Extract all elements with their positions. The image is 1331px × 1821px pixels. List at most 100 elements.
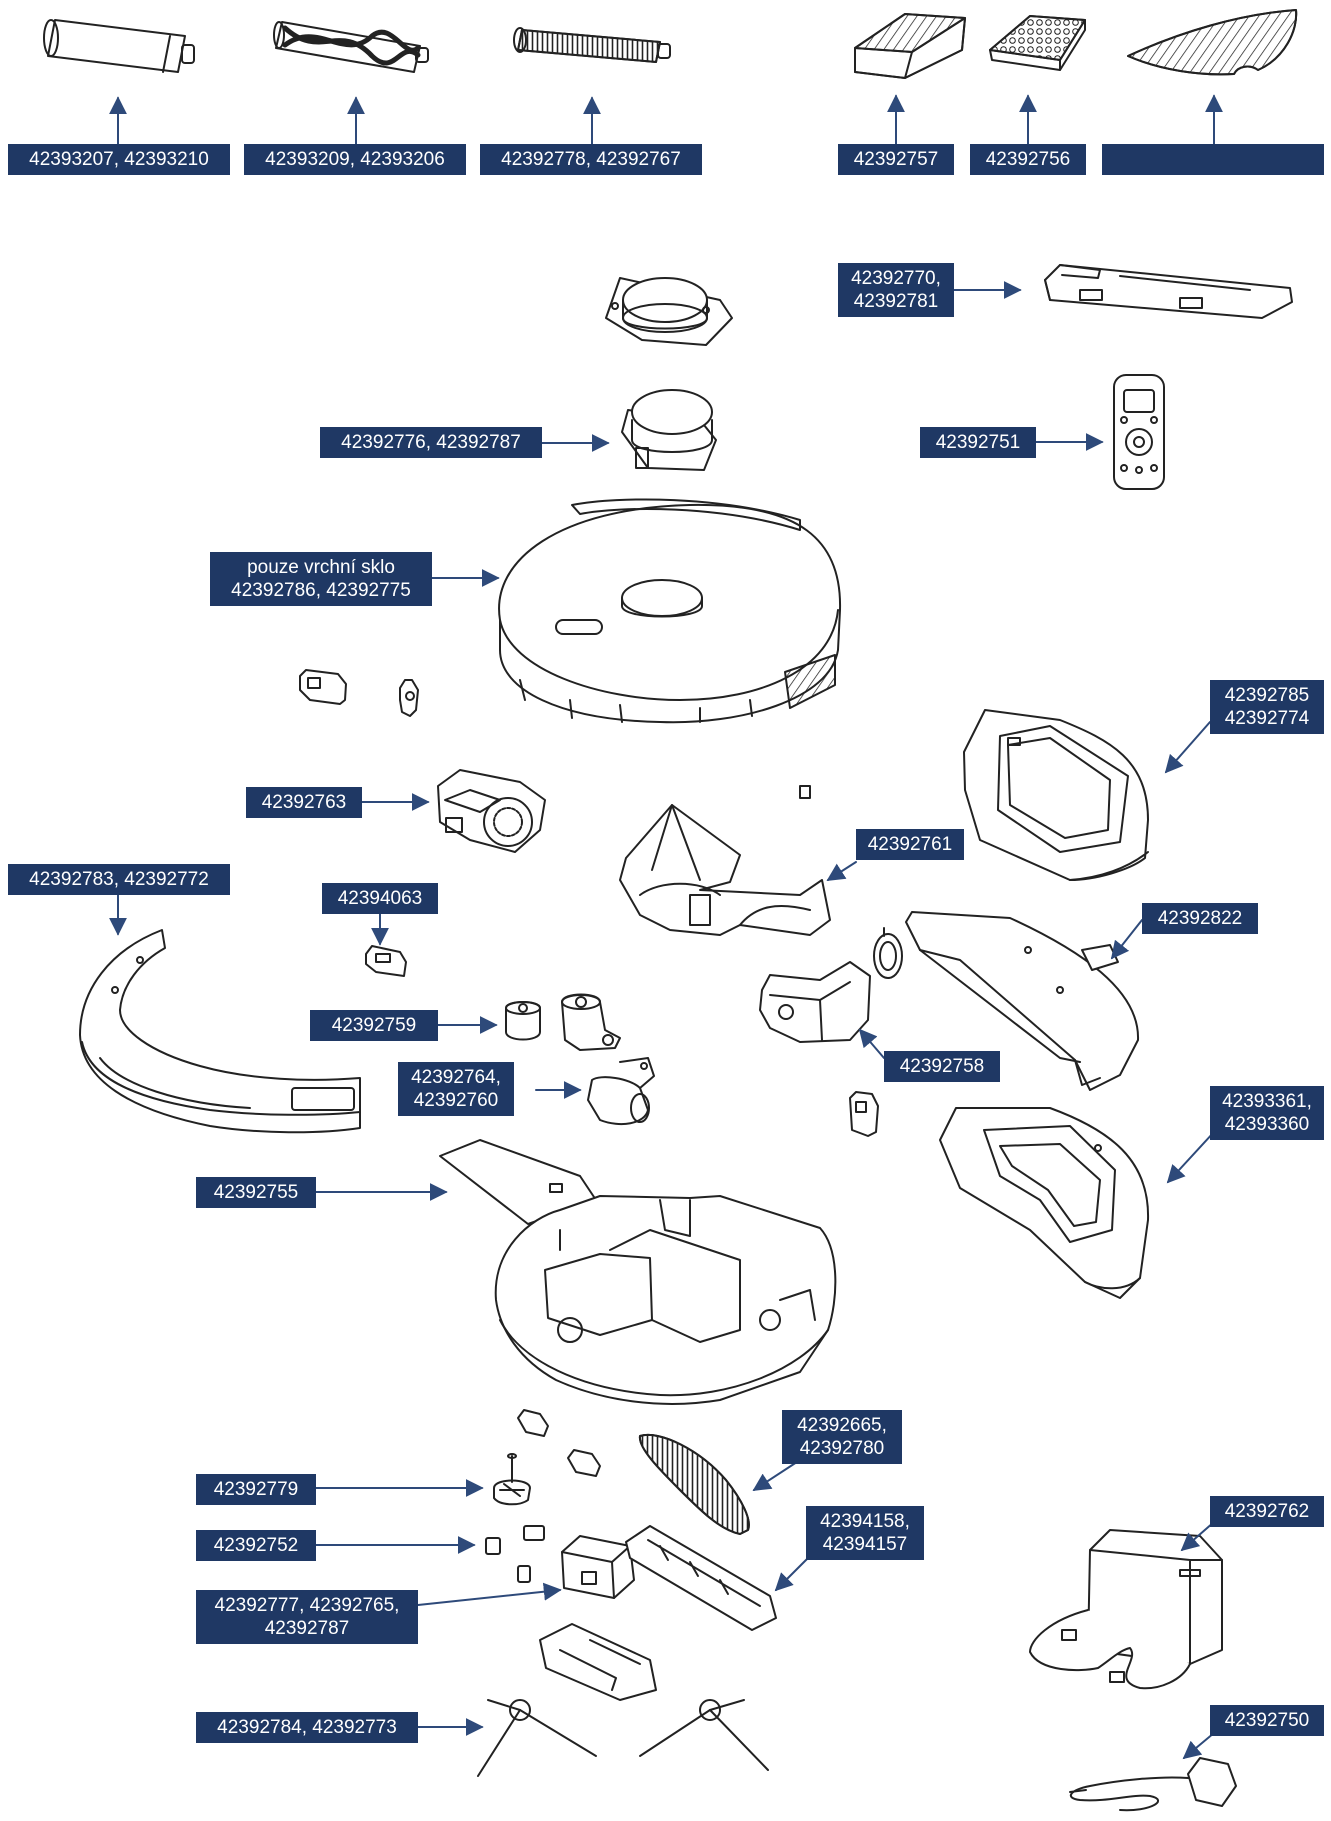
label-text: 42394157 (822, 1534, 908, 1555)
label-battery: 42392777, 42392765,42392787 (196, 1590, 418, 1644)
fan-duct-illustration (620, 805, 830, 935)
label-text: 42392761 (867, 834, 953, 855)
mop-pad-illustration (1128, 10, 1296, 74)
label-roller-3: 42392778, 42392767 (480, 144, 702, 175)
label-text: 42392760 (413, 1090, 499, 1111)
label-text: 42392764, (411, 1067, 501, 1088)
callout-arrows (109, 94, 1223, 1760)
motor-pair-illustration (506, 995, 620, 1051)
label-wheel-left: 42392763 (246, 787, 362, 818)
label-text: 42392758 (899, 1056, 985, 1077)
label-text: 42392778, 42392767 (501, 149, 681, 170)
side-brush-left-illustration (478, 1700, 596, 1776)
label-text: 42392776, 42392787 (341, 432, 521, 453)
mop-holder-illustration (1045, 265, 1292, 318)
clip-illustration-3 (518, 1410, 548, 1436)
label-pcb-cover: 42392755 (196, 1177, 316, 1208)
lidar-cover-illustration (606, 278, 732, 345)
label-mop-pad (1102, 144, 1324, 175)
label-text: 42392665, (797, 1415, 887, 1436)
label-text: pouze vrchní sklo (247, 557, 395, 578)
label-text: 42392787 (264, 1618, 350, 1639)
label-text: 42392750 (1224, 1710, 1310, 1731)
wheel-module-left-illustration (438, 770, 545, 852)
filter-1-illustration (855, 14, 965, 78)
chassis-base-illustration (496, 1196, 836, 1404)
label-text: 42392770, (851, 268, 941, 289)
clip-illustration-1 (300, 670, 346, 704)
brush-motor-illustration (588, 1058, 654, 1124)
label-text: 42394063 (337, 888, 423, 909)
label-text: 42392777, 42392765, (214, 1595, 400, 1616)
charging-dock-illustration (1030, 1530, 1222, 1688)
battery-illustration (562, 1536, 634, 1598)
lidar-module-illustration (622, 390, 716, 470)
gasket-ring-illustration (874, 928, 902, 978)
sensor-part-illustration (366, 946, 406, 976)
label-text: 42392780 (799, 1438, 885, 1459)
label-side-brush: 42392784, 42392773 (196, 1712, 418, 1743)
label-text: 42394158, (820, 1511, 910, 1532)
roller-3-illustration (514, 28, 670, 62)
water-tank-2-illustration (906, 912, 1138, 1090)
label-text: 42393209, 42393206 (265, 149, 445, 170)
connector-part-illustration (850, 1092, 878, 1136)
label-adapter: 42392750 (1210, 1705, 1324, 1736)
pcb-cover-illustration (440, 1140, 596, 1224)
water-tank-3-illustration (940, 1108, 1148, 1298)
label-wheel-right: 42392758 (884, 1051, 1000, 1082)
label-text: 42392822 (1157, 908, 1243, 929)
label-text: 42393207, 42393210 (29, 149, 209, 170)
label-water-tank-2: 42392822 (1142, 903, 1258, 934)
label-text: 42392779 (213, 1479, 299, 1500)
label-text: 42392784, 42392773 (217, 1717, 397, 1738)
main-brush-illustration (640, 1435, 749, 1534)
label-roller-2: 42393209, 42393206 (244, 144, 466, 175)
label-lidar: 42392776, 42392787 (320, 427, 542, 458)
brush-guard-illustration (626, 1526, 776, 1630)
label-text: 42392785 (1224, 685, 1310, 706)
label-brush-motor: 42392764,42392760 (398, 1062, 514, 1116)
label-brush-guard: 42394158,42394157 (806, 1506, 924, 1560)
label-text: 42392763 (261, 792, 347, 813)
bin-cover-illustration (540, 1624, 656, 1700)
label-filter-2: 42392756 (970, 144, 1086, 175)
label-dock: 42392762 (1210, 1496, 1324, 1527)
label-text: 42392759 (331, 1015, 417, 1036)
clip-illustration-4 (568, 1450, 600, 1476)
label-mop-holder: 42392770,42392781 (838, 263, 954, 317)
switch-part-3-illustration (518, 1566, 530, 1582)
label-roller-1: 42393207, 42393210 (8, 144, 230, 175)
label-switch: 42392752 (196, 1530, 316, 1561)
switch-part-1-illustration (486, 1538, 500, 1554)
side-brush-right-illustration (640, 1700, 768, 1770)
label-text: 42392756 (985, 149, 1071, 170)
label-caster: 42392779 (196, 1474, 316, 1505)
small-bracket-illustration (800, 786, 810, 798)
power-adapter-illustration (1070, 1758, 1236, 1810)
top-cover-illustration (499, 499, 840, 722)
label-text: 42393361, (1222, 1091, 1312, 1112)
label-motors: 42392759 (310, 1010, 438, 1041)
label-text: 42392757 (853, 149, 939, 170)
label-water-tank-3: 42393361,42393360 (1210, 1086, 1324, 1140)
label-text: 42392786, 42392775 (231, 580, 411, 601)
caster-wheel-illustration (494, 1454, 530, 1504)
label-filter-1: 42392757 (838, 144, 954, 175)
label-main-brush: 42392665,42392780 (782, 1410, 902, 1464)
label-text: 42392752 (213, 1535, 299, 1556)
label-text: 42392783, 42392772 (29, 869, 209, 890)
label-remote: 42392751 (920, 427, 1036, 458)
filter-2-illustration (990, 16, 1085, 70)
water-tank-1-illustration (964, 710, 1148, 880)
wheel-module-right-illustration (760, 962, 870, 1042)
clip-illustration-2 (400, 680, 418, 716)
bumper-illustration (80, 930, 360, 1132)
label-fan-duct: 42392761 (856, 829, 964, 860)
roller-1-illustration (44, 20, 194, 72)
label-text: 42392781 (853, 291, 939, 312)
label-sensor: 42394063 (322, 883, 438, 914)
